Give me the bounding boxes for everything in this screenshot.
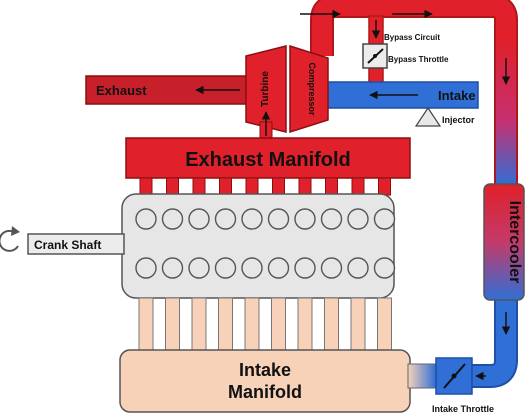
exhaust-runner	[351, 177, 365, 196]
intake-manifold-label-line1: Intake	[239, 360, 291, 380]
cylinder	[267, 208, 290, 230]
cylinder	[241, 208, 263, 230]
turbine	[245, 45, 287, 133]
intake-runner	[165, 297, 180, 352]
cylinder	[135, 208, 157, 230]
exhaust-runner	[245, 177, 259, 196]
cylinders	[135, 208, 396, 279]
cylinder	[241, 257, 263, 279]
exhaust-runner	[192, 177, 206, 196]
exhaust-manifold-label: Exhaust Manifold	[185, 149, 351, 171]
bypass-circuit-label: Bypass Circuit	[384, 33, 440, 42]
intake-runner	[350, 297, 366, 352]
intake-throttle-label: Intake Throttle	[432, 404, 494, 414]
intake-manifold-label-line2: Manifold	[228, 382, 302, 402]
exhaust-runners	[139, 177, 391, 196]
intake-throttle-pivot	[451, 373, 457, 379]
exhaust-runner	[272, 177, 285, 196]
bypass-throttle	[362, 43, 388, 69]
intake-runner	[271, 297, 286, 352]
exhaust-runner	[325, 177, 338, 196]
crank-shaft-label: Crank Shaft	[34, 238, 101, 252]
intake-runner	[218, 297, 233, 352]
injector-label: Injector	[442, 115, 475, 125]
intake-runner	[244, 297, 260, 352]
manifold-feed-pipe	[407, 363, 437, 389]
exhaust-runner	[166, 177, 179, 196]
intake-label: Intake	[438, 88, 476, 103]
exhaust-runner	[378, 177, 391, 196]
intake-runner	[297, 297, 313, 352]
crank-rotation-arrow	[0, 229, 19, 252]
intake-runner	[191, 297, 207, 352]
injector	[414, 106, 442, 127]
cylinder	[161, 208, 184, 230]
intercooler-label: Intercooler	[506, 201, 523, 284]
intercooler	[483, 183, 525, 301]
cylinder	[373, 257, 396, 279]
cylinder	[188, 208, 210, 230]
bypass-throttle-pivot	[373, 54, 377, 58]
cylinder	[188, 257, 210, 279]
intake-runner	[324, 297, 339, 352]
crank-rotation-arrowhead	[11, 226, 20, 236]
exhaust-manifold	[125, 137, 411, 179]
compressor-label: Compressor	[307, 62, 317, 116]
cylinder	[347, 257, 369, 279]
bypass-throttle-label: Bypass Throttle	[388, 55, 449, 64]
flow-arrows	[195, 9, 511, 381]
intake-runner	[377, 297, 392, 352]
cylinder	[294, 208, 316, 230]
cylinder	[214, 208, 237, 230]
cylinder	[161, 257, 184, 279]
cylinder	[214, 257, 237, 279]
exhaust-label: Exhaust	[96, 83, 147, 98]
cylinder	[320, 208, 343, 230]
cylinder	[294, 257, 316, 279]
intake-runner	[138, 297, 154, 352]
cylinder	[320, 257, 343, 279]
intercooler-return-pipe	[470, 298, 518, 388]
exhaust-runner	[139, 177, 153, 196]
intake-throttle	[435, 357, 473, 395]
cylinder	[373, 208, 396, 230]
exhaust-runner	[298, 177, 312, 196]
turbine-label: Turbine	[260, 71, 271, 107]
cylinder	[267, 257, 290, 279]
compressor	[289, 44, 329, 134]
cylinder	[135, 257, 157, 279]
exhaust-runner	[219, 177, 232, 196]
cylinder	[347, 208, 369, 230]
intake-runners	[138, 297, 392, 352]
crank-shaft	[0, 226, 125, 255]
